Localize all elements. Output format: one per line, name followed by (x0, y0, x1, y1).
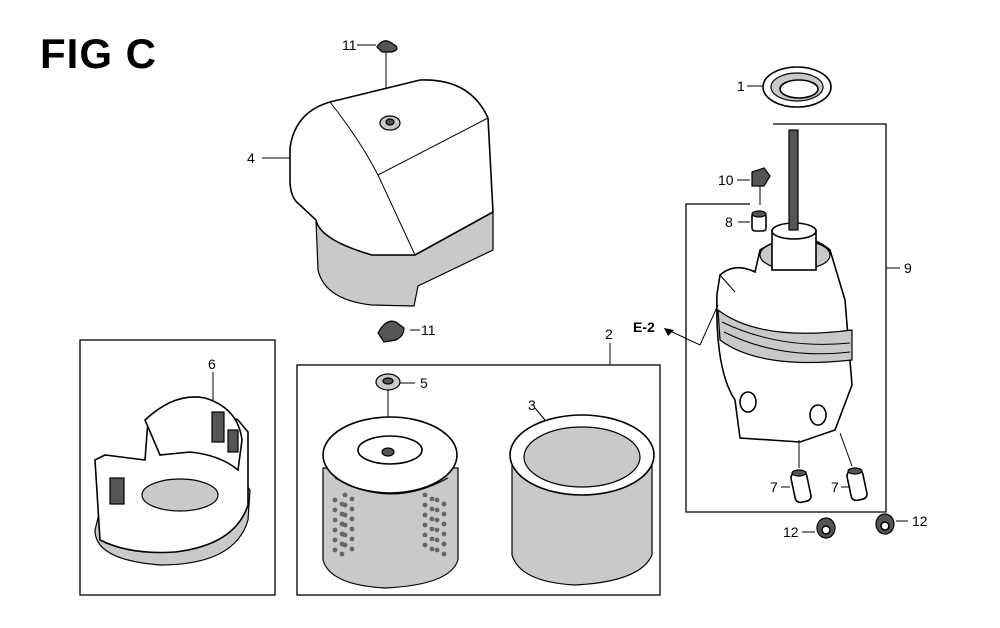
filter-perforations (332, 492, 447, 557)
air-cleaner-base (716, 129, 900, 443)
box-element-filter-set (296, 364, 661, 596)
nut-right (875, 513, 908, 535)
callout-7-right: 7 (831, 479, 839, 495)
callout-12-left: 12 (783, 524, 799, 540)
box-element-casing (79, 339, 276, 596)
callout-4: 4 (247, 150, 255, 166)
nut-left (802, 517, 836, 539)
wing-nut-middle (377, 320, 420, 343)
pre-filter-foam (509, 407, 655, 586)
callout-10: 10 (718, 172, 734, 188)
stud-left (781, 440, 812, 504)
callout-11-middle: 11 (421, 322, 436, 338)
callout-6: 6 (208, 356, 216, 372)
callout-5: 5 (420, 375, 428, 391)
air-filter-element (322, 416, 459, 589)
callout-11-top: 11 (342, 37, 357, 53)
reference-arrow (664, 304, 719, 346)
callout-9: 9 (904, 260, 912, 276)
collar (738, 210, 767, 232)
gasket-ring (747, 66, 832, 108)
element-casing (94, 372, 251, 566)
callout-12-right: 12 (912, 513, 928, 529)
callout-3: 3 (528, 397, 536, 413)
callout-7-left: 7 (770, 479, 778, 495)
box-air-cleaner-base (685, 123, 887, 513)
air-cleaner-cover (289, 79, 494, 307)
callout-1: 1 (737, 78, 745, 94)
stud-right (839, 432, 868, 502)
figure-title: FIG C (40, 30, 157, 77)
bolt (737, 167, 771, 205)
callout-8: 8 (725, 214, 733, 230)
callout-2: 2 (605, 326, 613, 342)
reference-label-e2: E-2 (633, 319, 655, 335)
